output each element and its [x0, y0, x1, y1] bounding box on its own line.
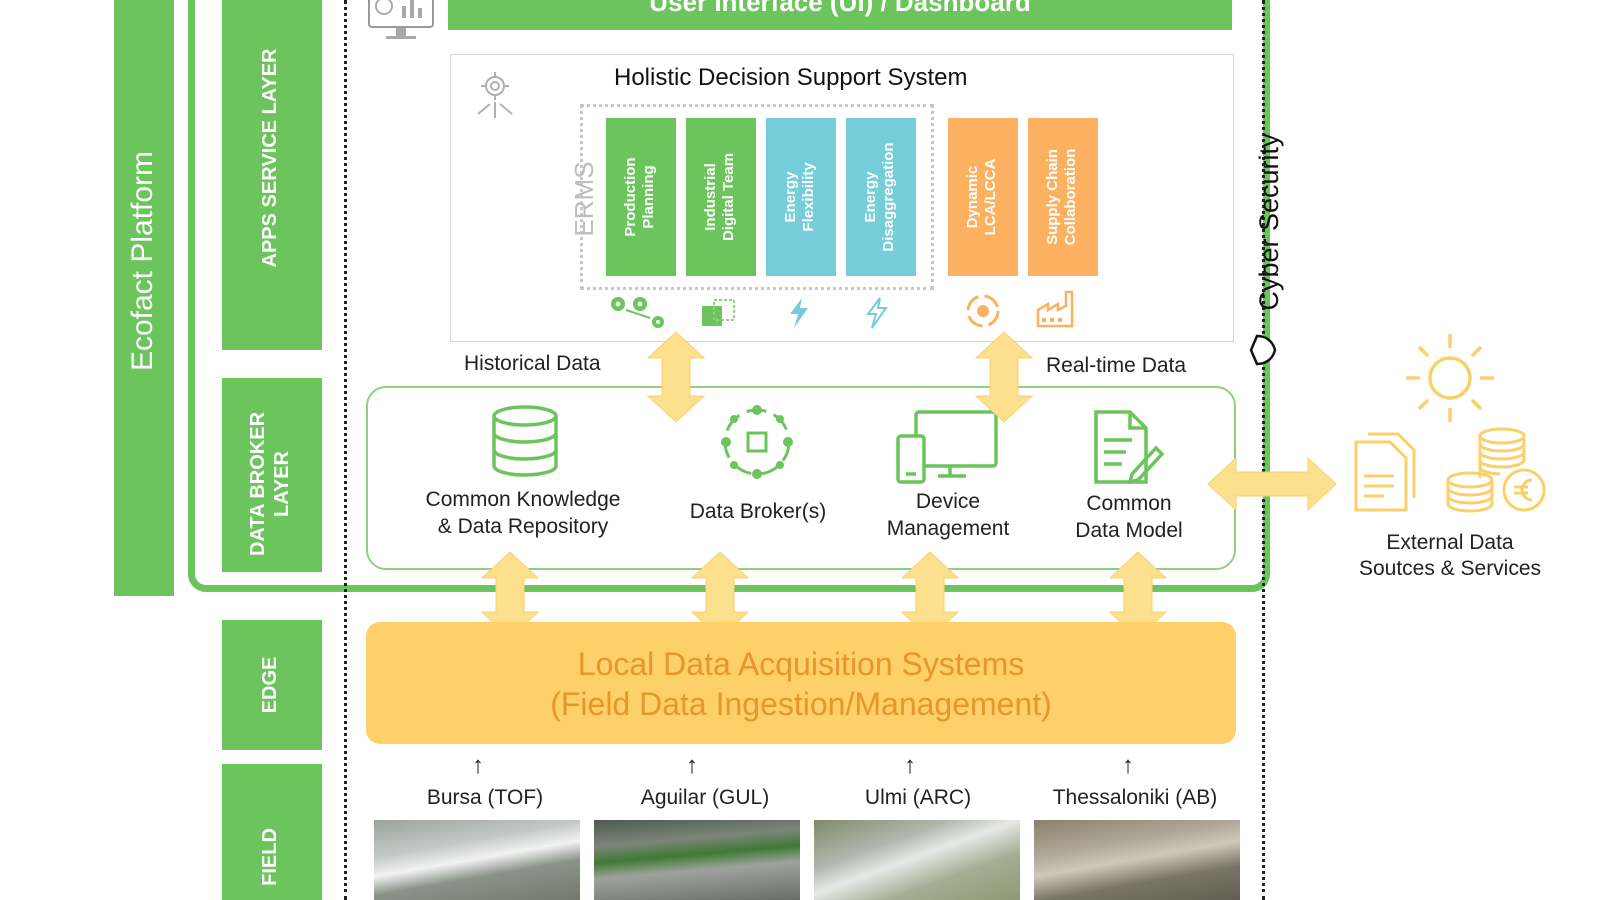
historical-data-label: Historical Data — [464, 352, 601, 375]
site-label-thessaloniki: Thessaloniki (AB) — [1052, 786, 1218, 809]
monitor-base — [386, 36, 416, 39]
factory-icon — [1036, 290, 1074, 328]
digital-team-cube-icon — [702, 299, 735, 326]
site-photo-ulmi — [814, 820, 1020, 900]
ui-dashboard-bar: User Interface (UI) / Dashboard — [448, 0, 1232, 30]
apps-layer-bar: APPS SERVICE LAYER — [222, 0, 322, 350]
right-dotted-boundary — [1262, 0, 1265, 900]
hdss-title: Holistic Decision Support System — [614, 64, 968, 91]
data-model-document-icon — [1094, 410, 1165, 485]
field-bar: FIELD — [222, 764, 322, 900]
database-icon — [492, 405, 558, 477]
module-dynamic-lca[interactable]: Dynamic LCA/LCCA — [948, 118, 1018, 276]
realtime-data-label: Real-time Data — [1046, 354, 1187, 377]
site-arrow-1: ↑ — [472, 752, 484, 779]
lightning-icon — [790, 298, 808, 328]
module-production-planning[interactable]: Production Planning — [606, 118, 676, 276]
module-energy-disaggregation[interactable]: Energy Disaggregation — [846, 118, 916, 276]
monitor-icon — [368, 0, 434, 28]
edge-title-line2: (Field Data Ingestion/Management) — [550, 686, 1052, 722]
external-data-label: External Data Soutces & Services — [1358, 531, 1542, 580]
local-data-acquisition-box: Local Data Acquisition Systems (Field Da… — [366, 622, 1236, 744]
site-photo-bursa — [374, 820, 580, 900]
monitor-stand — [396, 28, 406, 36]
module-industrial-digital-team[interactable]: Industrial Digital Team — [686, 118, 756, 276]
sun-icon — [1406, 334, 1494, 422]
site-label-bursa: Bursa (TOF) — [426, 786, 544, 809]
broker-layer-bar: DATA BROKER LAYER — [222, 378, 322, 572]
platform-bar: Ecofact Platform — [114, 0, 174, 596]
data-model-label: Common Data Model — [1075, 492, 1183, 542]
erms-box — [580, 104, 934, 290]
coins-euro-icon — [1446, 427, 1546, 513]
lightning-outline-icon — [866, 297, 888, 329]
lifecycle-cycle-icon — [966, 294, 1000, 328]
device-management-label: Device Management — [886, 490, 1010, 540]
external-documents-icon — [1354, 432, 1416, 512]
data-broker-label: Data Broker(s) — [689, 500, 827, 523]
settings-gear-icon — [477, 72, 513, 118]
repository-label: Common Knowledge & Data Repository — [425, 488, 621, 538]
site-photo-thessaloniki — [1034, 820, 1240, 900]
edge-bar: EDGE — [222, 620, 322, 750]
site-arrow-3: ↑ — [904, 752, 916, 779]
left-dotted-boundary — [344, 0, 347, 900]
site-photo-aguilar — [594, 820, 800, 900]
data-broker-network-icon — [721, 405, 793, 479]
site-arrow-4: ↑ — [1122, 752, 1134, 779]
edge-title-line1: Local Data Acquisition Systems — [577, 646, 1025, 682]
site-arrow-2: ↑ — [686, 752, 698, 779]
module-supply-chain-collaboration[interactable]: Supply Chain Collaboration — [1028, 118, 1098, 276]
site-label-aguilar: Aguilar (GUL) — [640, 786, 770, 809]
site-label-ulmi: Ulmi (ARC) — [864, 786, 972, 809]
shield-icon — [1249, 334, 1277, 366]
device-management-icon — [896, 410, 998, 484]
module-energy-flexibility[interactable]: Energy Flexibility — [766, 118, 836, 276]
dashboard-chart-icon — [375, 0, 422, 18]
gears-icon — [611, 297, 664, 328]
